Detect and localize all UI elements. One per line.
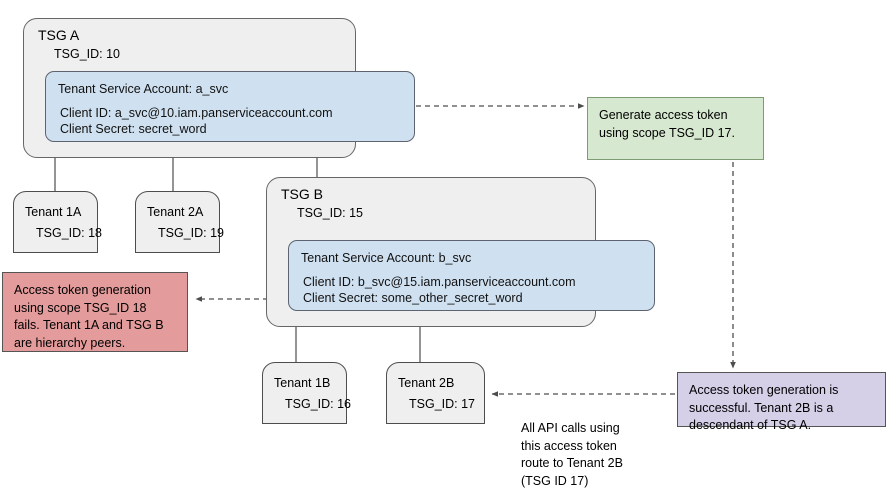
spacer [301, 267, 642, 274]
group-tsg-b-id: TSG_ID: 15 [297, 206, 363, 220]
tenant-2a-id: TSG_ID: 19 [158, 226, 224, 240]
note-token-failure: Access token generation using scope TSG_… [2, 272, 188, 352]
caption-api-routing: All API calls using this access token ro… [521, 421, 623, 488]
service-account-b-svc[interactable]: Tenant Service Account: b_svc Client ID:… [288, 240, 655, 311]
group-tsg-a-title: TSG A [38, 27, 80, 43]
spacer [58, 98, 402, 105]
tenant-2a[interactable]: Tenant 2A TSG_ID: 19 [135, 191, 224, 253]
tenant-2a-title: Tenant 2A [147, 205, 204, 219]
tenant-2b-title: Tenant 2B [398, 376, 455, 390]
tenant-1a-title: Tenant 1A [25, 205, 82, 219]
service-account-b-svc-client-secret: Client Secret: some_other_secret_word [303, 291, 523, 305]
service-account-b-svc-client-id: Client ID: b_svc@15.iam.panserviceaccoun… [303, 275, 576, 289]
tenant-1a-id: TSG_ID: 18 [36, 226, 102, 240]
note-generate-token: Generate access token using scope TSG_ID… [587, 97, 764, 160]
tenant-1b[interactable]: Tenant 1B TSG_ID: 16 [262, 362, 351, 424]
tenant-1b-id: TSG_ID: 16 [285, 397, 351, 411]
hierarchy-edges-tsg-b [295, 327, 421, 362]
note-token-success: Access token generation is successful. T… [677, 372, 886, 432]
tenant-2b[interactable]: Tenant 2B TSG_ID: 17 [386, 362, 485, 424]
service-account-a-svc[interactable]: Tenant Service Account: a_svc Client ID:… [45, 71, 415, 142]
tenant-1a[interactable]: Tenant 1A TSG_ID: 18 [13, 191, 102, 253]
service-account-a-svc-client-secret: Client Secret: secret_word [60, 122, 207, 136]
service-account-a-svc-title: Tenant Service Account: a_svc [58, 82, 229, 96]
group-tsg-b-title: TSG B [281, 186, 324, 202]
service-account-b-svc-title: Tenant Service Account: b_svc [301, 251, 472, 265]
tenant-1b-title: Tenant 1B [274, 376, 331, 390]
service-account-a-svc-client-id: Client ID: a_svc@10.iam.panserviceaccoun… [60, 106, 333, 120]
group-tsg-a-id: TSG_ID: 10 [54, 47, 120, 61]
tenant-2b-id: TSG_ID: 17 [409, 397, 475, 411]
